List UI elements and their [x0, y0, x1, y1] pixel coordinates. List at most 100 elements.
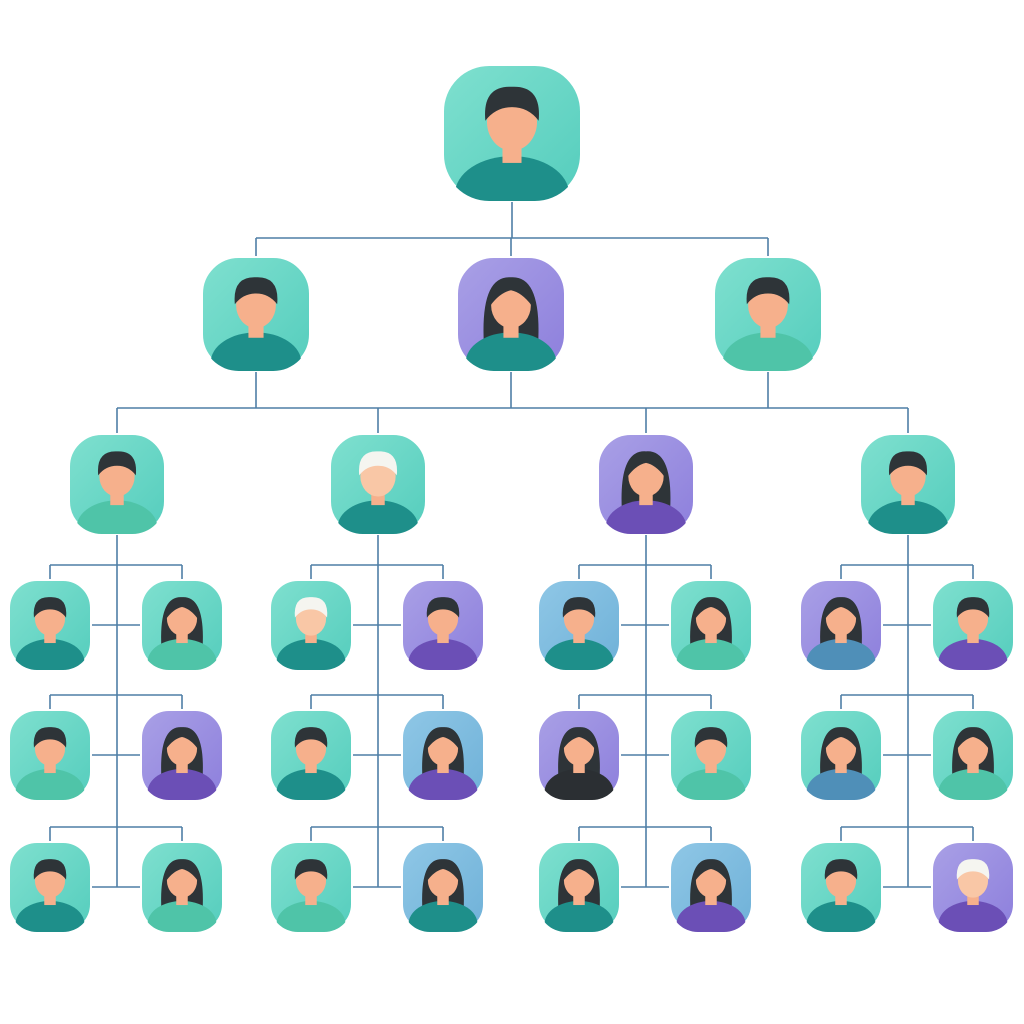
avatar-level1-2[interactable] — [456, 256, 566, 393]
neck — [437, 759, 449, 774]
neck — [305, 759, 317, 774]
shoulders — [408, 768, 478, 800]
hair-fringe — [166, 859, 198, 881]
shoulders — [676, 638, 746, 670]
person-icon — [76, 451, 158, 534]
person-icon — [276, 597, 346, 670]
hair-fringe — [490, 278, 532, 306]
avatar-member-3-1-2[interactable] — [669, 579, 753, 685]
shoulders — [544, 768, 614, 800]
avatar-member-4-3-1[interactable] — [799, 841, 883, 947]
person-icon — [938, 727, 1008, 800]
avatar-member-1-2-1[interactable] — [8, 709, 92, 815]
avatar-member-3-2-1[interactable] — [537, 709, 621, 815]
shoulders — [676, 768, 746, 800]
neck — [573, 759, 585, 774]
short-hair — [234, 277, 278, 305]
shoulders — [806, 900, 876, 932]
avatar-level1-3[interactable] — [713, 256, 823, 393]
shoulders — [147, 638, 217, 670]
shoulders — [676, 900, 746, 932]
avatar-level2-4[interactable] — [859, 433, 957, 554]
person-icon — [806, 859, 876, 932]
avatar-member-1-3-1[interactable] — [8, 841, 92, 947]
neck — [967, 759, 979, 774]
person-icon — [867, 451, 949, 534]
shoulders — [867, 500, 949, 534]
person-icon — [544, 727, 614, 800]
hair-fringe — [695, 859, 727, 881]
person-icon — [408, 859, 478, 932]
neck — [305, 629, 317, 644]
hair-fringe — [825, 727, 857, 749]
short-hair — [33, 859, 67, 880]
avatar-member-1-2-2[interactable] — [140, 709, 224, 815]
neck — [437, 629, 449, 644]
short-hair — [824, 859, 858, 880]
neck — [176, 629, 188, 644]
shoulders — [806, 768, 876, 800]
avatar-member-4-2-1[interactable] — [799, 709, 883, 815]
avatar-level2-1[interactable] — [68, 433, 166, 554]
avatar-level2-3[interactable] — [597, 433, 695, 554]
avatar-member-2-1-1[interactable] — [269, 579, 353, 685]
avatar-level2-2[interactable] — [329, 433, 427, 554]
avatar-member-2-2-2[interactable] — [401, 709, 485, 815]
neck — [967, 629, 979, 644]
avatar-member-3-3-2[interactable] — [669, 841, 753, 947]
hair-fringe — [627, 452, 665, 477]
avatar-root[interactable] — [442, 64, 582, 232]
person-icon — [210, 277, 302, 371]
shoulders — [938, 900, 1008, 932]
avatar-level1-1[interactable] — [201, 256, 311, 393]
person-icon — [15, 859, 85, 932]
person-icon — [276, 727, 346, 800]
hair-fringe — [825, 597, 857, 619]
hair-fringe — [427, 727, 459, 749]
avatar-member-3-3-1[interactable] — [537, 841, 621, 947]
short-hair — [956, 597, 990, 618]
avatar-member-4-3-2[interactable] — [931, 841, 1015, 947]
neck — [835, 759, 847, 774]
avatar-member-2-3-2[interactable] — [401, 841, 485, 947]
nodes — [8, 64, 1015, 947]
neck — [573, 891, 585, 906]
shoulders — [605, 500, 687, 534]
person-icon — [676, 727, 746, 800]
avatar-member-2-1-2[interactable] — [401, 579, 485, 685]
avatar-member-2-3-1[interactable] — [269, 841, 353, 947]
shoulders — [337, 500, 419, 534]
shoulders — [276, 900, 346, 932]
person-icon — [408, 597, 478, 670]
avatar-member-4-1-2[interactable] — [931, 579, 1015, 685]
avatar-member-3-1-1[interactable] — [537, 579, 621, 685]
short-hair — [888, 451, 928, 476]
short-hair — [426, 597, 460, 618]
avatar-member-1-3-2[interactable] — [140, 841, 224, 947]
hair-fringe — [166, 597, 198, 619]
hair-fringe — [166, 727, 198, 749]
person-icon — [676, 597, 746, 670]
shoulders — [408, 638, 478, 670]
shoulders — [938, 638, 1008, 670]
person-icon — [276, 859, 346, 932]
short-hair — [358, 451, 398, 476]
shoulders — [938, 768, 1008, 800]
avatar-member-4-1-1[interactable] — [799, 579, 883, 685]
avatar-member-1-1-2[interactable] — [140, 579, 224, 685]
avatar-member-4-2-2[interactable] — [931, 709, 1015, 815]
neck — [705, 629, 717, 644]
person-icon — [544, 597, 614, 670]
shoulders — [210, 332, 302, 371]
neck — [835, 891, 847, 906]
person-icon — [722, 277, 814, 371]
neck — [835, 629, 847, 644]
neck — [44, 759, 56, 774]
shoulders — [465, 332, 557, 371]
avatar-member-1-1-1[interactable] — [8, 579, 92, 685]
avatar-member-2-2-1[interactable] — [269, 709, 353, 815]
person-icon — [147, 727, 217, 800]
avatar-member-3-2-2[interactable] — [669, 709, 753, 815]
